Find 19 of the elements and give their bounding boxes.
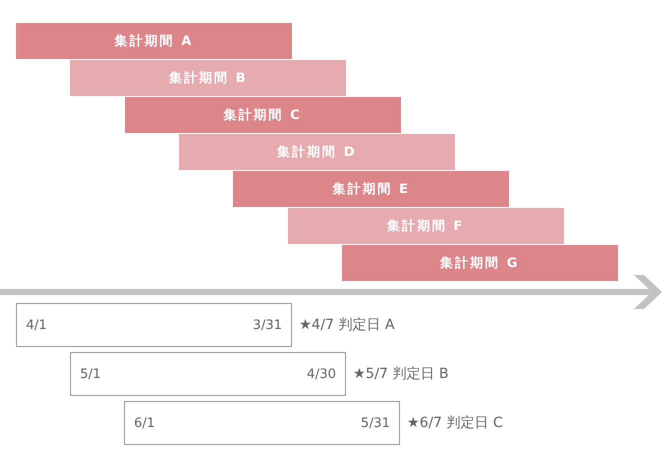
start-date: 6/1 xyxy=(134,416,155,431)
end-date: 3/31 xyxy=(252,318,282,333)
end-date: 4/30 xyxy=(306,367,336,382)
judgement-date-label: ★6/7 判定日 C xyxy=(407,414,503,432)
judgement-date-label: ★4/7 判定日 A xyxy=(299,316,395,334)
period-bar: 集計期間 D xyxy=(178,134,455,170)
end-date: 5/31 xyxy=(360,416,390,431)
start-date: 4/1 xyxy=(26,318,47,333)
period-bar: 集計期間 E xyxy=(233,171,510,207)
period-bar: 集計期間 B xyxy=(70,60,346,96)
date-range-box xyxy=(124,401,400,445)
judgement-date-label: ★5/7 判定日 B xyxy=(353,365,449,383)
date-range-box xyxy=(70,352,346,396)
period-bar: 集計期間 C xyxy=(124,97,401,133)
date-range-box xyxy=(16,303,292,347)
period-bar: 集計期間 G xyxy=(342,245,618,281)
period-bar: 集計期間 A xyxy=(16,23,292,59)
period-bar: 集計期間 F xyxy=(288,208,564,244)
start-date: 5/1 xyxy=(80,367,101,382)
